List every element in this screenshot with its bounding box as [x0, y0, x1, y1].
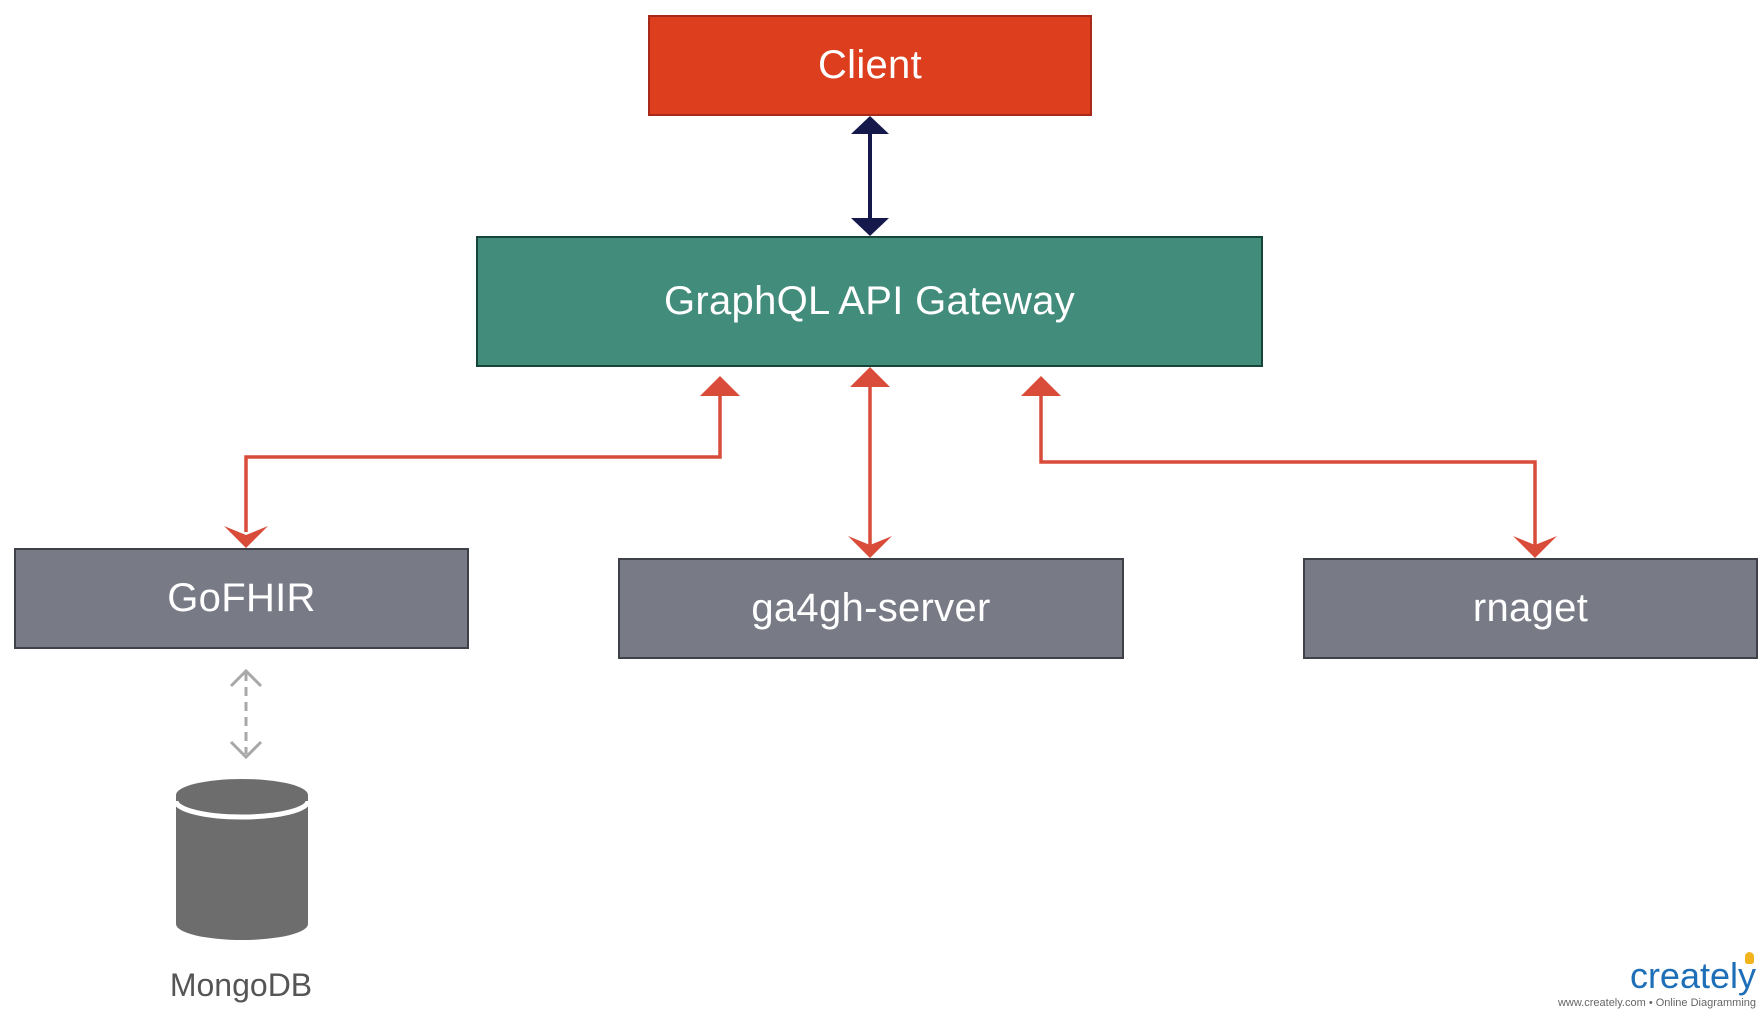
database-icon	[173, 779, 311, 940]
connector-gateway-ga4gh	[848, 367, 892, 558]
client-node: Client	[648, 15, 1092, 116]
graphql-gateway-node: GraphQL API Gateway	[476, 236, 1263, 367]
brand-name: creately	[1629, 955, 1756, 996]
connector-gofhir-mongodb	[229, 668, 263, 760]
lightbulb-icon	[1745, 952, 1754, 964]
connector-client-gateway	[851, 116, 889, 236]
connector-gateway-rnaget	[1021, 376, 1557, 558]
gofhir-node: GoFHIR	[14, 548, 469, 649]
rnaget-node: rnaget	[1303, 558, 1758, 659]
connector-gateway-gofhir	[224, 376, 740, 548]
ga4gh-server-node: ga4gh-server	[618, 558, 1124, 659]
creately-logo: creately www.creately.com • Online Diagr…	[1520, 952, 1760, 1009]
brand-tagline: www.creately.com • Online Diagramming	[1557, 997, 1756, 1009]
mongodb-label: MongoDB	[169, 967, 313, 1003]
